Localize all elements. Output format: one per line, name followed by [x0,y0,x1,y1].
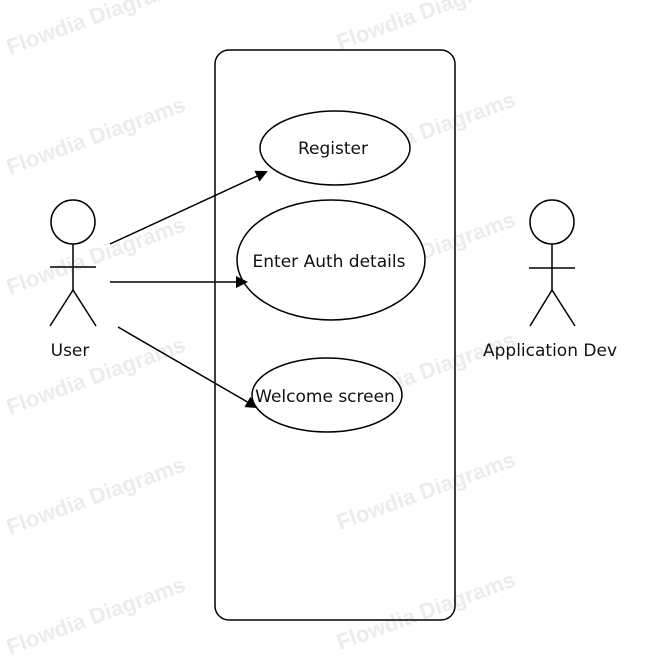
actor-label: User [51,341,90,361]
use-case-ellipse[interactable] [251,357,403,433]
association-user-register[interactable] [109,170,268,245]
watermark-text: Flowdia Diagrams [3,572,188,660]
actor-application-dev[interactable]: Application Dev [483,199,617,361]
watermark-text: Flowdia Diagrams [3,332,188,420]
use-case-label: Register [298,139,368,159]
watermark-text: Flowdia Diagrams [3,92,188,180]
stick-figure-icon [49,199,97,327]
use-case-enter-auth-details[interactable]: Enter Auth details [236,199,426,321]
actor-user[interactable]: User [49,199,97,361]
watermark-layer: Flowdia Diagrams Flowdia Diagrams Flowdi… [3,0,518,660]
watermark-text: Flowdia Diagrams [3,0,188,60]
use-case-ellipse[interactable] [236,199,426,321]
system-boundary[interactable] [214,49,456,621]
watermark-text: Flowdia Diagrams [3,212,188,300]
use-case-ellipse[interactable] [259,110,411,186]
watermark-text: Flowdia Diagrams [3,452,188,540]
watermark-text: Flowdia Diagrams [333,567,518,655]
watermark-text: Flowdia Diagrams [333,0,518,55]
stick-figure-icon [529,199,576,327]
use-case-label: Enter Auth details [253,252,406,272]
watermark-text: Flowdia Diagrams [333,447,518,535]
use-case-welcome-screen[interactable]: Welcome screen [251,357,403,433]
use-case-register[interactable]: Register [259,110,411,186]
use-case-label: Welcome screen [255,387,395,407]
association-user-welcome[interactable] [117,326,258,409]
actor-label: Application Dev [483,341,617,361]
